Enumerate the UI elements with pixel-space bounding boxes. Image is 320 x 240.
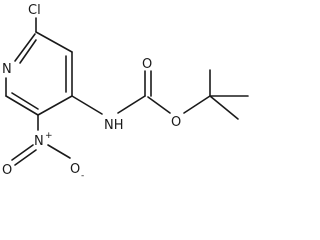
bond-c4-nh (71, 95, 103, 115)
bond-n1-c2 (14, 33, 36, 62)
atom-n-ring: N (2, 62, 12, 77)
pyridine-ring (5, 31, 73, 116)
nitro-plus-charge: + (45, 131, 53, 141)
bond-oester-cquat (183, 95, 211, 114)
bond-tbu-down (209, 95, 239, 120)
bond-c5-c6-inner (11, 92, 39, 110)
bond-c2-c3 (35, 31, 73, 53)
atom-o-ester: O (171, 115, 181, 130)
bond-nnitro-osingle (47, 144, 71, 159)
bond-c4-c5 (37, 95, 73, 116)
bond-n1-c2-inner (19, 39, 37, 64)
bond-nnitro-odouble-1 (11, 144, 34, 161)
chemical-structure: Cl N NH O O N + O O - (2, 3, 249, 181)
bond-carbonyl-oester (147, 96, 171, 114)
atom-o-carbonyl: O (142, 57, 152, 72)
bond-nnitro-odouble-2 (14, 149, 37, 166)
atom-cl: Cl (28, 3, 41, 18)
nitro-minus-charge: - (81, 171, 84, 181)
atom-o-nitro-double: O (2, 163, 12, 178)
atom-o-nitro-single: O (70, 162, 80, 177)
atom-nh: NH (104, 118, 124, 133)
bond-nh-carbonyl (117, 95, 146, 114)
bond-c5-c6-outer (5, 95, 39, 116)
atom-n-nitro: N (34, 134, 44, 149)
